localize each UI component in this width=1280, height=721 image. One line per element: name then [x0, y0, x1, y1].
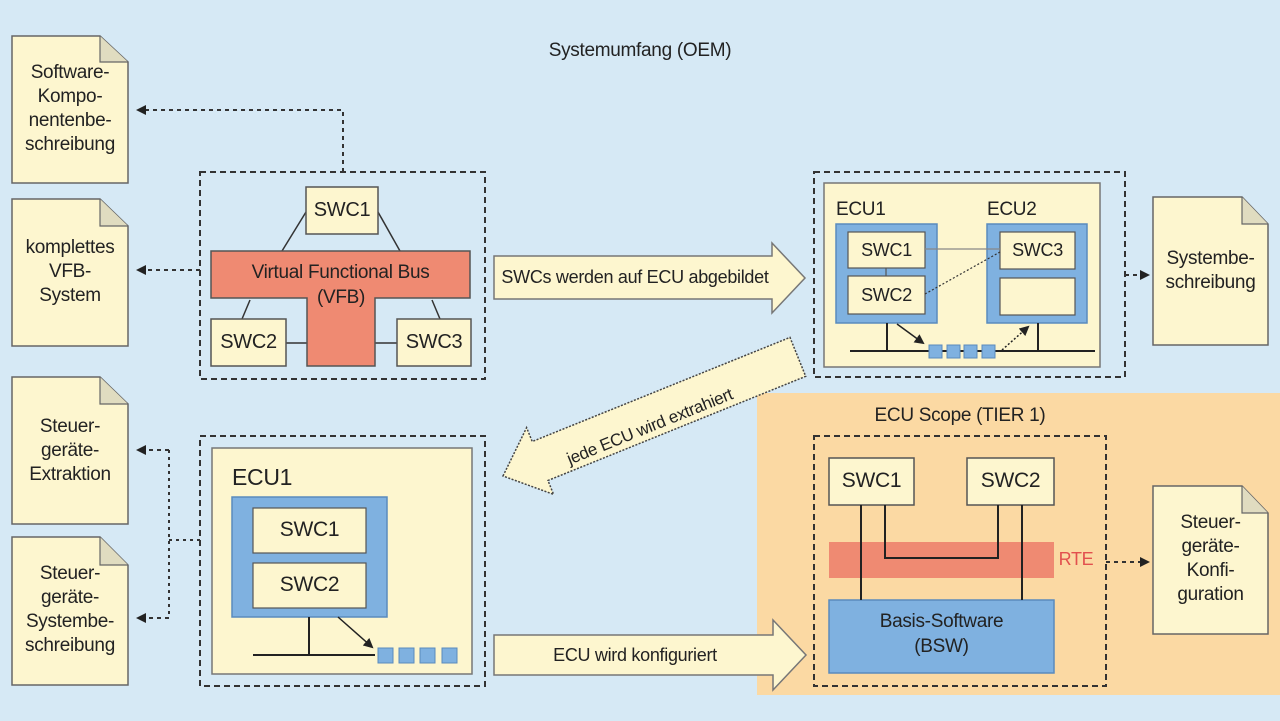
system-scope-title: Systemumfang (OEM) — [548, 40, 732, 61]
document-icon-vfb-system — [11, 198, 129, 347]
doc-label-system-description: Systembe- schreibung — [1165, 248, 1256, 293]
extracted-ecu-scope-frame — [199, 435, 486, 687]
system-ecu1-label: ECU1 — [836, 199, 886, 220]
vfb-swc3-box — [396, 318, 472, 367]
document-icon-ecu-configuration — [1152, 485, 1269, 635]
document-icon-ecu-system-description — [11, 536, 129, 686]
doc-label-ecu-configuration: Steuer- geräte- Konfi- guration — [1177, 512, 1244, 605]
document-icon-swc-description — [11, 35, 129, 184]
ecu-scope-title: ECU Scope (TIER 1) — [874, 405, 1046, 426]
vfb-bus-label-line2: (VFB) — [316, 287, 366, 308]
vfb-swc1-box — [305, 186, 379, 235]
document-icon-system-description — [1152, 196, 1269, 346]
vfb-swc1-label: SWC1 — [313, 199, 371, 221]
doc-label-swc-description: Software- Kompo- nentenbe- schreibung — [25, 62, 115, 155]
arrow-configure-ecu — [493, 618, 808, 692]
rte-layer — [829, 542, 1054, 578]
vfb-bus-label-line1: Virtual Functional Bus — [251, 262, 430, 283]
system-swc2-label: SWC2 — [861, 285, 912, 305]
vfb-swc2-label: SWC2 — [220, 331, 277, 353]
doc-label-ecu-extraction: Steuer- geräte- Extraktion — [29, 416, 111, 485]
system-bus-message-queue — [928, 344, 996, 359]
extracted-swc1-label: SWC1 — [279, 518, 340, 541]
extracted-bus-message-queue — [377, 647, 458, 664]
config-swc1-box — [828, 457, 915, 506]
system-swc1-label: SWC1 — [861, 240, 912, 260]
extracted-ecu1-label: ECU1 — [232, 464, 293, 490]
vfb-swc2-box — [210, 318, 287, 367]
doc-label-ecu-system-description: Steuer- geräte- Systembe- schreibung — [25, 563, 115, 656]
system-swc3-label: SWC3 — [1012, 240, 1063, 260]
ecu-config-scope-frame — [813, 435, 1107, 687]
arrow-extract-ecu — [501, 336, 807, 496]
virtual-functional-bus — [210, 250, 471, 367]
config-swc2-box — [966, 457, 1055, 506]
config-swc2-label: SWC2 — [980, 469, 1041, 492]
arrow-map-label: SWCs werden auf ECU abgebildet — [501, 267, 769, 287]
system-ecu2-label: ECU2 — [987, 199, 1037, 220]
document-icon-ecu-extraction — [11, 376, 129, 525]
doc-label-vfb-system: komplettes VFB- System — [25, 237, 115, 306]
extracted-swc2-label: SWC2 — [279, 573, 340, 596]
bsw-label-line2: (BSW) — [914, 636, 969, 657]
config-swc1-label: SWC1 — [841, 469, 902, 492]
bsw-layer — [828, 599, 1055, 674]
vfb-swc3-label: SWC3 — [405, 331, 463, 353]
arrow-map-to-ecu — [493, 241, 807, 315]
arrow-configure-label: ECU wird konfiguriert — [553, 645, 717, 665]
bsw-label-line1: Basis-Software — [879, 611, 1004, 632]
system-ecu2-empty-slot — [999, 277, 1076, 316]
rte-label: RTE — [1058, 549, 1094, 569]
